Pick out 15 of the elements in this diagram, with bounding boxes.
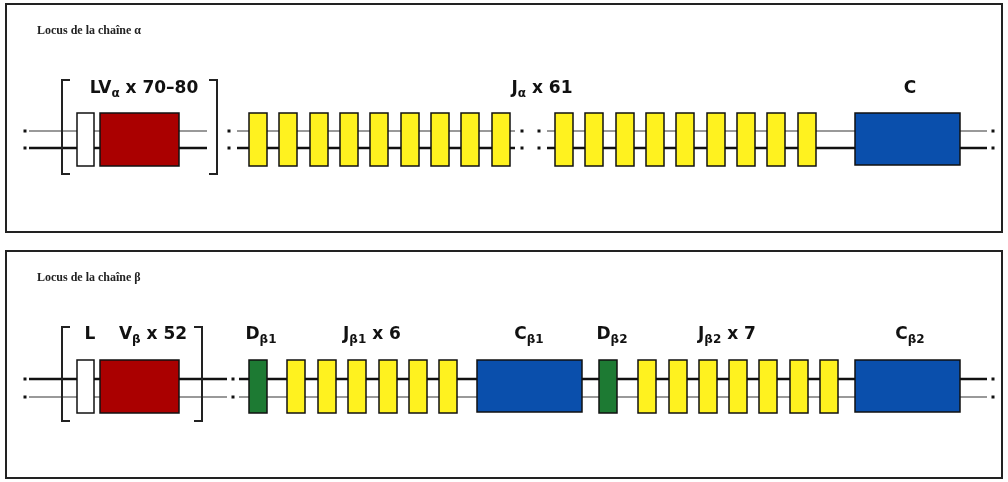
segment-label: J$_{β2}$ x 7 [698,323,756,347]
segment-label: C [903,77,917,97]
segment-label: LV$_{α}$ x 70–80 [89,77,199,101]
panel-title: Locus de la chaîne α [37,23,142,38]
segment-label: C$_{β1}$ [514,323,544,347]
segment-label: D$_{β2}$ [596,323,628,347]
segment-label: C$_{β2}$ [895,323,925,347]
segment-label: J$_{β1}$ x 6 [343,323,401,347]
locus-panel [5,3,1003,233]
segment-label: D$_{β1}$ [245,323,277,347]
segment-label: J$_{α}$ x 61 [511,77,573,101]
panel-title: Locus de la chaîne β [37,270,141,285]
segment-label: L [84,323,96,343]
segment-label: V$_{β}$ x 52 [118,323,188,347]
locus-panel [5,250,1003,479]
